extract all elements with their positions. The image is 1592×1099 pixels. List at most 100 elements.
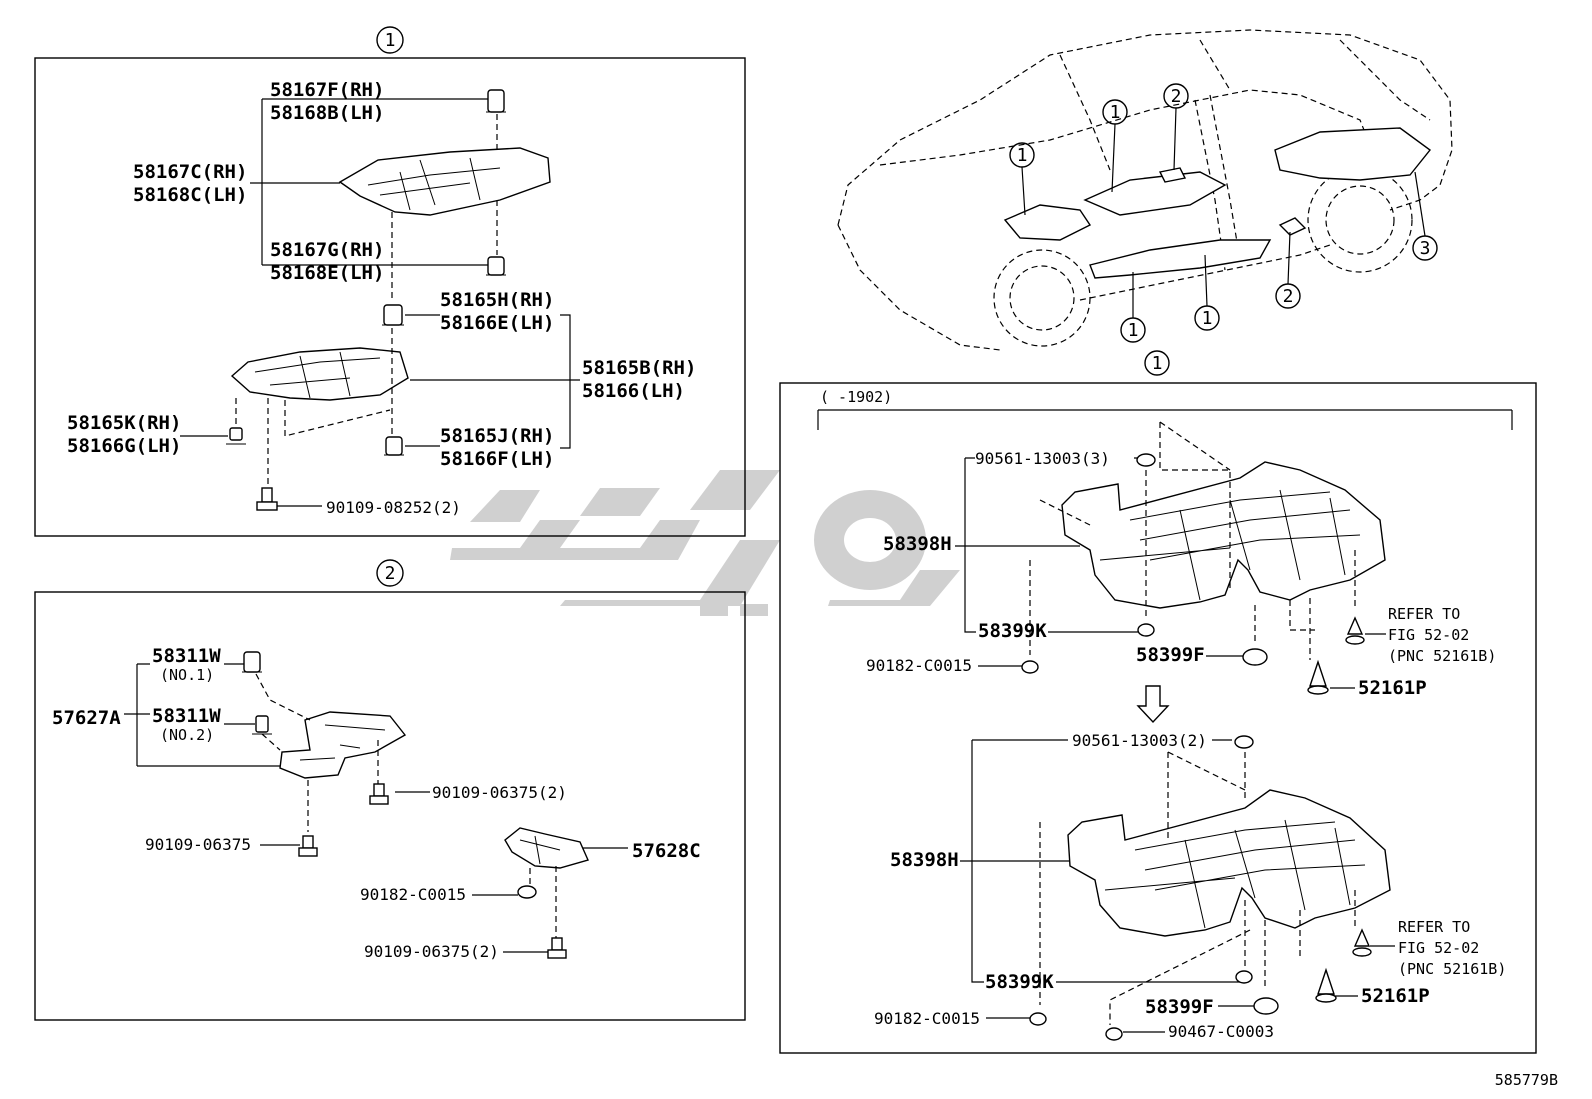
section-1-frame bbox=[34, 57, 746, 537]
svg-text:1: 1 bbox=[1128, 320, 1139, 341]
bolt-90109-06375-icon bbox=[298, 835, 318, 857]
label-58168E: 58168E(LH) bbox=[270, 262, 384, 284]
label-52161P-top: 52161P bbox=[1358, 677, 1427, 699]
svg-text:2: 2 bbox=[1171, 86, 1182, 107]
car-callout-section3: 1 bbox=[1144, 350, 1170, 376]
label-90182-C0015: 90182-C0015 bbox=[360, 885, 466, 904]
car-callout-top-2: 2 bbox=[1163, 83, 1189, 171]
label-58168C: 58168C(LH) bbox=[133, 184, 247, 206]
nut-90182-bottom-icon bbox=[1029, 1012, 1047, 1026]
label-fig-52-02-top: FIG 52-02 bbox=[1388, 626, 1469, 644]
label-52161P-bottom: 52161P bbox=[1361, 985, 1430, 1007]
car-overview: 1 1 2 1 1 2 1 bbox=[837, 29, 1453, 376]
label-58166F: 58166F(LH) bbox=[440, 448, 554, 470]
label-fig-52-02-bottom: FIG 52-02 bbox=[1398, 939, 1479, 957]
push-clip-refer-top-icon bbox=[1345, 616, 1365, 645]
label-90109-06375-2a: 90109-06375(2) bbox=[432, 783, 567, 802]
car-callout-bottom-left-1: 1 bbox=[1120, 272, 1146, 343]
section-2-marker-circle bbox=[376, 559, 404, 587]
clip-90561-13003-top-icon bbox=[1136, 453, 1156, 467]
clip-58165K-icon bbox=[226, 427, 246, 445]
section-3: ( -1902) 90561-13003(3) 58398H 58399K 58… bbox=[779, 382, 1537, 1054]
label-58311W-no2: 58311W bbox=[152, 705, 221, 727]
label-58167C: 58167C(RH) bbox=[133, 161, 247, 183]
label-pnc-bottom: (PNC 52161B) bbox=[1398, 960, 1506, 978]
label-refer-to-bottom: REFER TO bbox=[1398, 918, 1470, 936]
section-1-marker-circle bbox=[376, 26, 404, 54]
label-no1: (NO.1) bbox=[160, 666, 214, 684]
section-1-marker: 1 bbox=[385, 30, 396, 51]
label-90561-13003-3: 90561-13003(3) bbox=[975, 449, 1110, 468]
label-90182-C0015-bottom: 90182-C0015 bbox=[874, 1009, 980, 1028]
push-clip-refer-bottom-icon bbox=[1352, 928, 1372, 957]
section-2-marker: 2 bbox=[385, 563, 396, 584]
clip-58167G-icon bbox=[486, 256, 506, 276]
label-90182-C0015-top: 90182-C0015 bbox=[866, 656, 972, 675]
svg-text:3: 3 bbox=[1420, 238, 1431, 259]
svg-text:1: 1 bbox=[1017, 145, 1028, 166]
car-callout-bottom-2: 2 bbox=[1275, 231, 1301, 309]
s3-top-assembly: 90561-13003(3) 58398H 58399K 58399F 9018… bbox=[866, 421, 1496, 699]
car-body-outline bbox=[837, 29, 1453, 226]
clip-90467-C0003-icon bbox=[1105, 1027, 1123, 1041]
front-wheel bbox=[993, 249, 1091, 347]
label-58311W-no1: 58311W bbox=[152, 645, 221, 667]
section-2-frame bbox=[34, 591, 746, 1021]
down-arrow-icon bbox=[1136, 685, 1170, 724]
svg-text:1: 1 bbox=[1110, 102, 1121, 123]
label-58166: 58166(LH) bbox=[582, 380, 685, 402]
label-90561-13003-2: 90561-13003(2) bbox=[1072, 731, 1207, 750]
svg-text:1: 1 bbox=[1152, 353, 1163, 374]
rear-wheel bbox=[1307, 167, 1413, 273]
label-58398H-top: 58398H bbox=[883, 533, 952, 555]
label-90467-C0003: 90467-C0003 bbox=[1168, 1022, 1274, 1041]
label-58399K-top: 58399K bbox=[978, 620, 1047, 642]
label-90109-08252: 90109-08252(2) bbox=[326, 498, 461, 517]
clip-58399K-top-icon bbox=[1137, 623, 1155, 637]
car-callout-rear-3: 3 bbox=[1412, 171, 1438, 261]
figure-id: 585779B bbox=[1495, 1071, 1558, 1089]
section-1: 1 58167F(RH) 58168B(LH) 58167C(RH) 58168… bbox=[34, 26, 746, 537]
label-58398H-bottom: 58398H bbox=[890, 849, 959, 871]
clip-58311W-no1-icon bbox=[242, 651, 262, 673]
label-90109-06375-2b: 90109-06375(2) bbox=[364, 942, 499, 961]
grommet-58399F-top-icon bbox=[1242, 648, 1268, 666]
label-58399K-bottom: 58399K bbox=[985, 971, 1054, 993]
nut-90182-top-icon bbox=[1021, 660, 1039, 674]
label-58399F-top: 58399F bbox=[1136, 644, 1205, 666]
clip-58399K-bottom-icon bbox=[1235, 970, 1253, 984]
clip-58167F-icon bbox=[486, 89, 506, 113]
car-callout-front-left: 1 bbox=[1009, 142, 1035, 216]
push-clip-52161P-bottom-icon bbox=[1315, 967, 1337, 1003]
undercover-58398H-bottom-shape bbox=[1067, 789, 1391, 937]
push-clip-52161P-top-icon bbox=[1307, 659, 1329, 695]
label-58168B: 58168B(LH) bbox=[270, 102, 384, 124]
section-3-frame bbox=[779, 382, 1537, 1054]
label-58165B: 58165B(RH) bbox=[582, 357, 696, 379]
label-no2: (NO.2) bbox=[160, 726, 214, 744]
label-58165K: 58165K(RH) bbox=[67, 412, 181, 434]
clip-58165J-icon bbox=[384, 436, 404, 456]
car-callout-bottom-mid-1: 1 bbox=[1194, 254, 1220, 331]
label-90109-06375: 90109-06375 bbox=[145, 835, 251, 854]
section-2: 2 58311W (NO.1) 57627A 58311W (NO.2) 901… bbox=[34, 559, 746, 1021]
section-3-date-range: ( -1902) bbox=[820, 388, 892, 406]
label-57627A: 57627A bbox=[52, 707, 121, 729]
cover-58165B-shape bbox=[230, 347, 409, 401]
undercover-58398H-top-shape bbox=[1061, 461, 1386, 609]
car-callout-mid-floor: 1 bbox=[1102, 99, 1128, 193]
svg-text:1: 1 bbox=[1202, 308, 1213, 329]
label-refer-to-top: REFER TO bbox=[1388, 605, 1460, 623]
cover-57627A-shape bbox=[279, 711, 407, 779]
s3-bottom-assembly: 90561-13003(2) 58398H 58399K 58399F 9018… bbox=[874, 731, 1506, 1041]
bolt-90109-08252-icon bbox=[256, 487, 278, 511]
watermark-logo bbox=[450, 470, 960, 616]
cover-57628C-shape bbox=[504, 827, 589, 869]
label-pnc-top: (PNC 52161B) bbox=[1388, 647, 1496, 665]
label-58165H: 58165H(RH) bbox=[440, 289, 554, 311]
nut-90182-C0015-icon bbox=[517, 885, 537, 899]
label-58167F: 58167F(RH) bbox=[270, 79, 384, 101]
svg-text:2: 2 bbox=[1283, 286, 1294, 307]
label-58165J: 58165J(RH) bbox=[440, 425, 554, 447]
